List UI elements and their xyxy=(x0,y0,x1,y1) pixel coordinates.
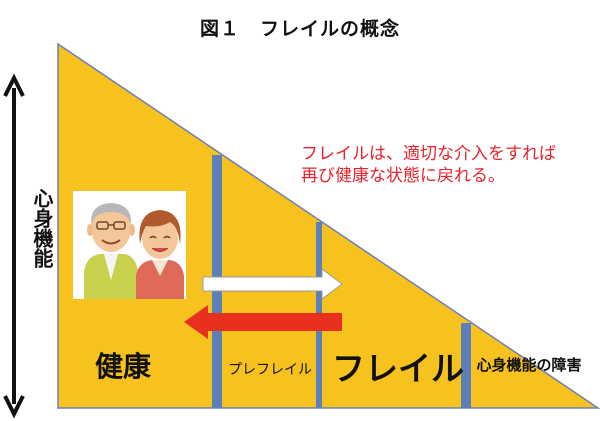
annotation-line-1: フレイルは、適切な介入をすれば xyxy=(301,144,556,164)
figure-title: 図１ フレイルの概念 xyxy=(199,18,400,40)
stage-label-frail: フレイル xyxy=(332,349,464,388)
axis-label-mental-physical-function: 心身機能 xyxy=(30,188,54,268)
elderly-couple-illustration xyxy=(73,191,186,299)
stage-label-health: 健康 xyxy=(95,350,152,383)
annotation-line-2: 再び健康な状態に戻れる。 xyxy=(301,166,505,186)
divider-frail-disorder xyxy=(461,323,471,408)
elderly-man-icon xyxy=(84,203,138,299)
stage-label-disorder: 心身機能の障害 xyxy=(476,356,582,374)
stage-label-prefrail: プレフレイル xyxy=(228,362,312,378)
vertical-double-arrow-icon xyxy=(3,73,25,419)
elderly-woman-icon xyxy=(136,210,184,299)
forward-arrow-icon xyxy=(202,268,343,300)
recovery-arrow-icon xyxy=(184,305,342,339)
frailty-annotation: フレイルは、適切な介入をすれば 再び健康な状態に戻れる。 xyxy=(301,143,591,187)
